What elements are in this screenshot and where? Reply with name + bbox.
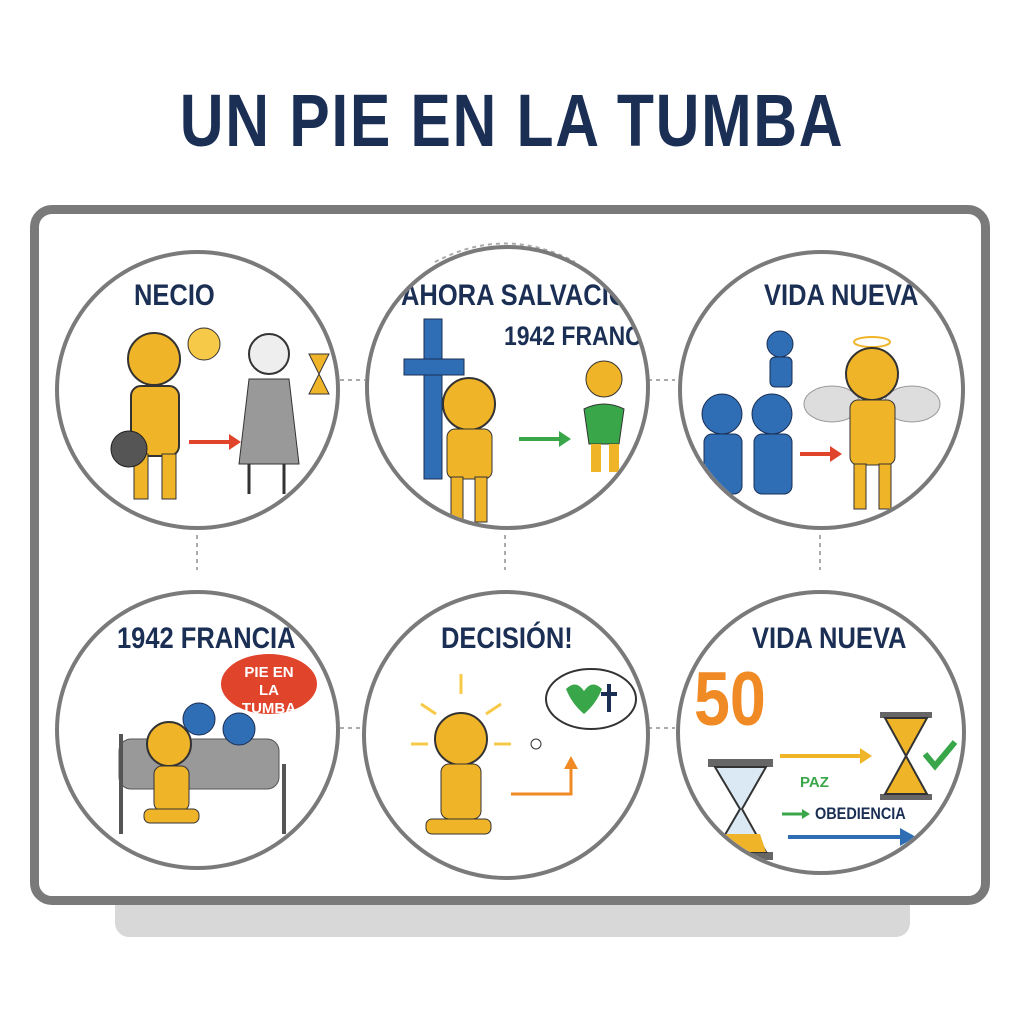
arrow-right-icon [189, 434, 241, 450]
blue-figures-icon [182, 702, 256, 746]
necio-illustration [110, 327, 330, 500]
panel-necio: NECIO [55, 250, 340, 530]
decision-illustration [411, 668, 637, 835]
happy-figure-icon [442, 377, 496, 523]
panel-heading: AHORA SALVACIÓN [401, 279, 648, 312]
years-number: 50 [694, 657, 766, 742]
kneeling-figure-icon [143, 721, 200, 824]
arrow-up-icon [511, 756, 578, 796]
thought-cloud-icon [530, 668, 637, 750]
panel-heading: VIDA NUEVA [752, 622, 907, 655]
heart-figure-icon [583, 360, 625, 472]
money-bag-icon [110, 430, 148, 468]
arrow-right-small-icon [782, 809, 810, 819]
blue-figures-icon [701, 330, 794, 495]
praying-figure-icon [425, 712, 492, 835]
arrow-right-icon [780, 748, 872, 764]
hospital-illustration [118, 654, 317, 834]
new-life-illustration [701, 330, 941, 510]
arrow-right-icon [519, 431, 571, 447]
bed-icon [118, 734, 286, 834]
panel-heading: NECIO [134, 279, 215, 312]
checkmark-icon [922, 740, 958, 771]
arrow-right-long-icon [788, 828, 916, 846]
speech-bubble-text: PIE EN LA TUMBA [241, 664, 297, 717]
panel-1942-francia: 1942 FRANCIA PIE EN LA TUMBA [55, 590, 340, 870]
salvation-illustration [403, 318, 625, 523]
panel-decision: DECISIÓN! [362, 590, 650, 880]
light-rays-icon [411, 674, 511, 746]
sad-face-icon [187, 327, 221, 361]
cross-icon [403, 318, 465, 480]
hourglass-illustration [708, 712, 958, 860]
panel-vida-nueva-1: VIDA NUEVA [678, 250, 965, 530]
fool-figure-icon [127, 332, 181, 500]
whiteboard-tray [115, 905, 910, 937]
skeleton-figure-icon [238, 333, 300, 494]
speech-bubble-icon [221, 654, 317, 714]
panel-heading: 1942 FRANCIA [117, 622, 296, 655]
obedience-label: OBEDIENCIA [815, 804, 906, 823]
hourglass-icon [308, 353, 330, 395]
arrow-right-icon [800, 446, 842, 462]
panel-vida-nueva-2: VIDA NUEVA 50 PAZ OBEDIENCIA [676, 590, 966, 875]
panel-heading: VIDA NUEVA [764, 279, 919, 312]
panel-subheading: 1942 FRANCIA [504, 321, 650, 351]
peace-label: PAZ [800, 774, 829, 791]
page-title: UN PIE EN LA TUMBA [179, 79, 845, 162]
hourglass-large-icon [708, 759, 773, 860]
panel-heading: DECISIÓN! [441, 622, 573, 655]
hourglass-small-icon [880, 712, 932, 800]
panel-ahora-salvacion: AHORA SALVACIÓN 1942 FRANCIA [365, 245, 650, 530]
angel-figure-icon [803, 336, 941, 510]
